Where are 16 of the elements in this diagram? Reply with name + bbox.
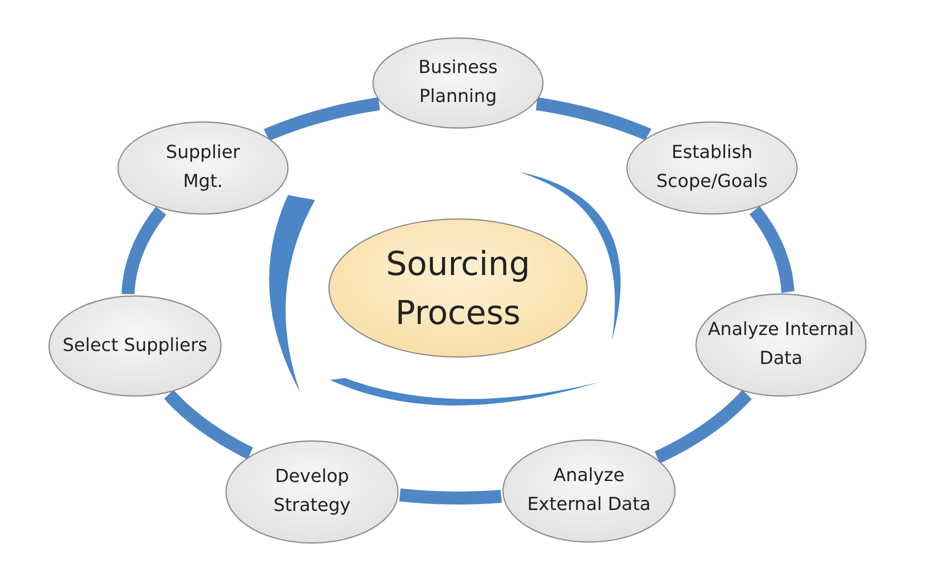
process-ellipse bbox=[225, 440, 399, 544]
process-ellipse bbox=[502, 439, 676, 543]
node-label: Develop Strategy bbox=[272, 465, 352, 518]
node-label: Select Suppliers bbox=[62, 334, 208, 358]
process-ellipse bbox=[695, 293, 867, 397]
node-label: Analyze Internal Data bbox=[706, 318, 856, 371]
node-label: Establish Scope/Goals bbox=[655, 141, 769, 194]
node-label: Business Planning bbox=[417, 56, 499, 109]
node-label: Analyze External Data bbox=[526, 464, 652, 517]
node-label: Supplier Mgt. bbox=[164, 141, 242, 194]
process-ellipse bbox=[372, 37, 544, 129]
process-ellipse bbox=[117, 121, 289, 215]
process-ellipse bbox=[48, 295, 222, 397]
center-ellipse bbox=[328, 218, 588, 358]
node-label: Sourcing Process bbox=[384, 242, 532, 334]
process-ellipse bbox=[626, 121, 798, 215]
